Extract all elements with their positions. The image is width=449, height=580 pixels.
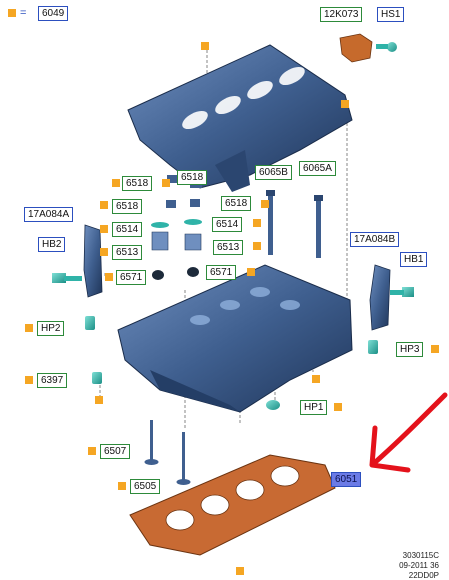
orange-marker (334, 403, 342, 411)
callout-6571-right[interactable]: 6571 (206, 265, 237, 280)
callout-6397[interactable]: 6397 (37, 373, 68, 388)
drawing-date: 09-2011 36 (399, 561, 439, 570)
orange-marker (100, 225, 108, 233)
callout-6065b[interactable]: 6065B (255, 165, 292, 180)
callout-6518-left[interactable]: 6518 (112, 199, 143, 214)
plugs-and-fittings (52, 273, 414, 410)
orange-marker (431, 345, 439, 353)
callout-6518-right[interactable]: 6518 (221, 196, 252, 211)
orange-marker (253, 242, 261, 250)
callout-hb1[interactable]: HB1 (400, 252, 428, 267)
callout-6049[interactable]: 6049 (38, 6, 69, 21)
orange-marker (95, 396, 103, 404)
callout-6513-left[interactable]: 6513 (112, 245, 143, 260)
drawing-code: 22DD0P (408, 571, 439, 580)
callout-hp1[interactable]: HP1 (300, 400, 328, 415)
callout-hp3[interactable]: HP3 (396, 342, 424, 357)
camshaft-sensor (339, 33, 397, 63)
callout-6505[interactable]: 6505 (130, 479, 161, 494)
callout-6514-right[interactable]: 6514 (212, 217, 243, 232)
orange-marker (341, 100, 349, 108)
orange-marker (162, 179, 170, 187)
callout-6051[interactable]: 6051 (331, 472, 362, 487)
callout-17a084a[interactable]: 17A084A (24, 207, 74, 222)
orange-marker (261, 200, 269, 208)
orange-marker (201, 42, 209, 50)
brackets (83, 224, 391, 331)
orange-marker (25, 324, 33, 332)
orange-marker (105, 273, 113, 281)
callout-6571-left[interactable]: 6571 (116, 270, 147, 285)
equals-sign: = (20, 7, 27, 19)
orange-marker (25, 376, 33, 384)
red-arrow-annotation (369, 392, 448, 473)
callout-6507[interactable]: 6507 (100, 444, 131, 459)
valves (144, 420, 191, 485)
drawing-number: 3030115C (402, 551, 439, 560)
camshaft-carrier (127, 44, 353, 192)
head-bolts (266, 190, 323, 258)
valve-train-parts (151, 175, 202, 280)
head-gasket (129, 454, 336, 556)
orange-marker (247, 268, 255, 276)
callout-6514-left[interactable]: 6514 (112, 222, 143, 237)
orange-marker (253, 219, 261, 227)
callout-6518-left-top[interactable]: 6518 (122, 176, 153, 191)
callout-6513-right[interactable]: 6513 (213, 240, 244, 255)
callout-hb2[interactable]: HB2 (38, 237, 66, 252)
callout-hs1[interactable]: HS1 (377, 7, 405, 22)
callout-6065a[interactable]: 6065A (299, 161, 336, 176)
callout-17a084b[interactable]: 17A084B (350, 232, 400, 247)
cylinder-head (117, 264, 353, 413)
callout-hp2[interactable]: HP2 (37, 321, 65, 336)
orange-marker (8, 9, 16, 17)
orange-marker (312, 375, 320, 383)
orange-marker (100, 201, 108, 209)
orange-marker (118, 482, 126, 490)
callout-12k073[interactable]: 12K073 (320, 7, 363, 22)
callout-6518-right-top[interactable]: 6518 (177, 170, 208, 185)
orange-marker (100, 248, 108, 256)
orange-marker (88, 447, 96, 455)
orange-marker (112, 179, 120, 187)
orange-marker (236, 567, 244, 575)
